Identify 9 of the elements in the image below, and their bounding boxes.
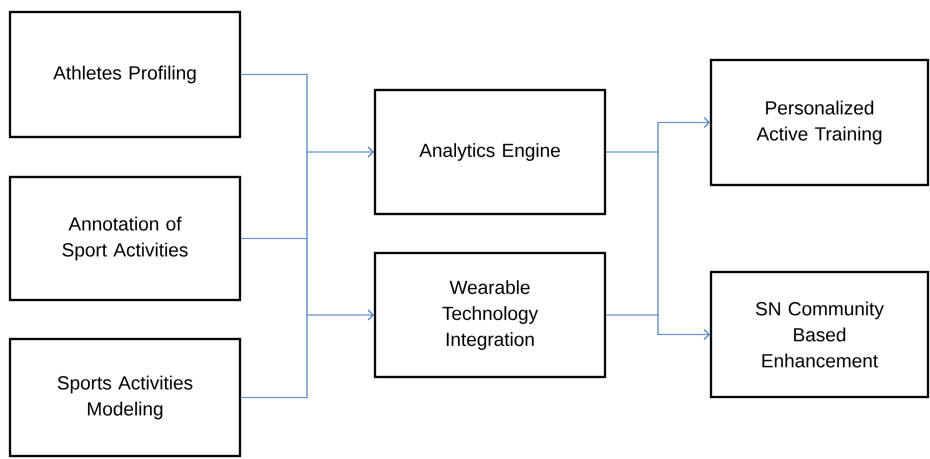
process-box: Annotation of Sport Activities [8, 176, 242, 302]
arrow [606, 314, 710, 340]
process-box: SN Community Based Enhancement [710, 270, 930, 398]
process-box: Analytics Engine [374, 88, 606, 216]
process-box: Wearable Technology Integration [374, 252, 606, 378]
arrow [241, 310, 374, 398]
process-box: Athletes Profiling [8, 10, 242, 138]
process-box: Sports Activities Modeling [8, 338, 242, 458]
process-box: Personalized Active Training [710, 58, 930, 186]
